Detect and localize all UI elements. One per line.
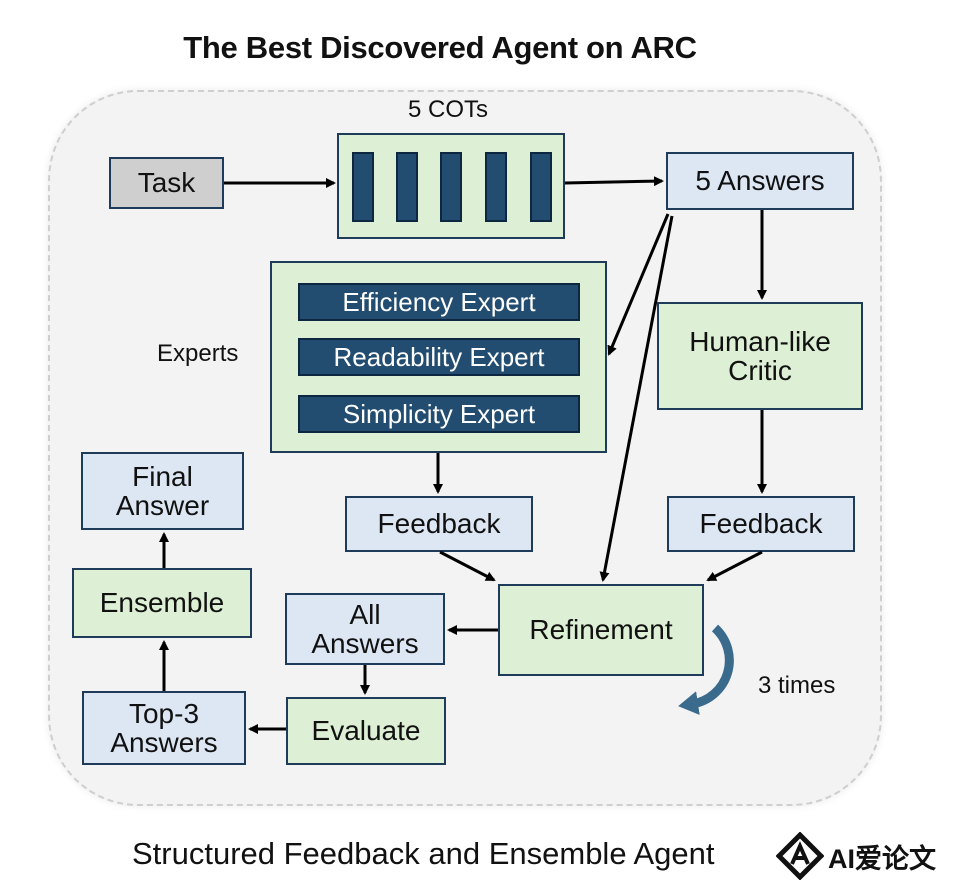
cot-bar (485, 152, 507, 222)
watermark-text: AI爱论文 (828, 843, 936, 874)
feedback-experts-box: Feedback (345, 496, 533, 552)
task-box: Task (109, 157, 224, 209)
experts-label: Experts (157, 340, 239, 367)
arrow-feedback-to-refinement-right (706, 550, 763, 582)
final-answer-box: Final Answer (81, 452, 244, 530)
cot-bar (396, 152, 418, 222)
diagram-title: The Best Discovered Agent on ARC (183, 30, 697, 65)
readability-expert: Readability Expert (298, 338, 580, 376)
arrow-answers-to-experts (607, 213, 670, 356)
arrow-cots-to-answers (564, 176, 664, 187)
simplicity-expert: Simplicity Expert (298, 395, 580, 433)
top3-answers-box: Top-3 Answers (82, 691, 246, 765)
cot-bar (352, 152, 374, 222)
feedback-critic-box: Feedback (667, 496, 855, 552)
diagram-caption: Structured Feedback and Ensemble Agent (132, 836, 715, 871)
cot-bar (440, 152, 462, 222)
all-answers-box: All Answers (285, 593, 445, 665)
refinement-box: Refinement (498, 584, 704, 676)
evaluate-box: Evaluate (286, 697, 446, 765)
cots-label: 5 COTs (408, 96, 489, 123)
five-answers-box: 5 Answers (666, 152, 854, 210)
cot-bar (530, 152, 552, 222)
loop-arrow (678, 624, 734, 715)
watermark: AI爱论文 (776, 832, 936, 880)
arrow-answers-to-refinement (599, 215, 674, 582)
human-critic-box: Human-like Critic (657, 302, 863, 410)
loop-label: 3 times (758, 672, 836, 699)
watermark-logo-icon (776, 832, 824, 880)
ensemble-box: Ensemble (72, 568, 252, 638)
arrow-feedback-to-refinement-left (439, 550, 496, 582)
efficiency-expert: Efficiency Expert (298, 283, 580, 321)
